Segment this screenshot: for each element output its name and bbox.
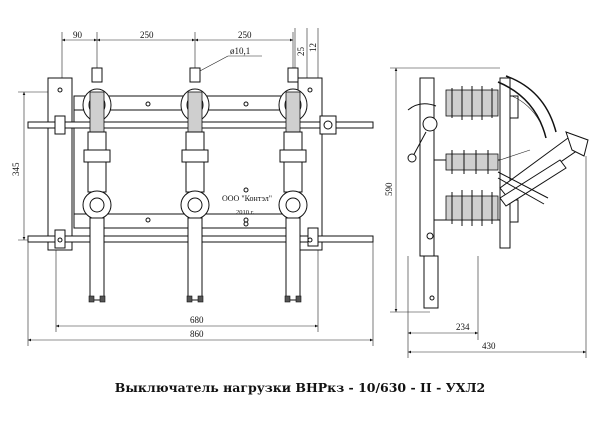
pole-2 <box>180 67 210 303</box>
dim-590: 590 <box>384 182 394 196</box>
pole-3 <box>278 67 308 303</box>
dim-430: 430 <box>482 341 496 351</box>
front-view: 90 250 250 ø10,1 25 12 345 <box>11 28 374 346</box>
dim-12: 12 <box>308 43 318 52</box>
dim-250-b: 250 <box>238 30 252 40</box>
dim-860: 860 <box>190 329 204 339</box>
dim-250-a: 250 <box>140 30 154 40</box>
dim-90: 90 <box>73 30 83 40</box>
pole-1 <box>82 67 112 303</box>
drawing-caption: Выключатель нагрузки ВНРкз - 10/630 - II… <box>114 380 486 395</box>
dim-25: 25 <box>296 47 306 57</box>
front-bottom-dimensions: 680 860 <box>27 242 374 346</box>
nameplate: ООО "Контэл" 2010 г. <box>222 187 272 227</box>
dim-234: 234 <box>456 322 470 332</box>
insulator-top <box>445 86 499 120</box>
insulator-bottom <box>445 190 499 226</box>
plate-maker: ООО "Контэл" <box>222 194 272 203</box>
plate-year: 2010 г. <box>236 209 255 216</box>
insulator-mid <box>445 150 499 174</box>
dim-680: 680 <box>190 315 204 325</box>
side-view: 590 <box>384 67 589 358</box>
dim-345: 345 <box>11 162 21 176</box>
dim-hole: ø10,1 <box>230 46 250 56</box>
